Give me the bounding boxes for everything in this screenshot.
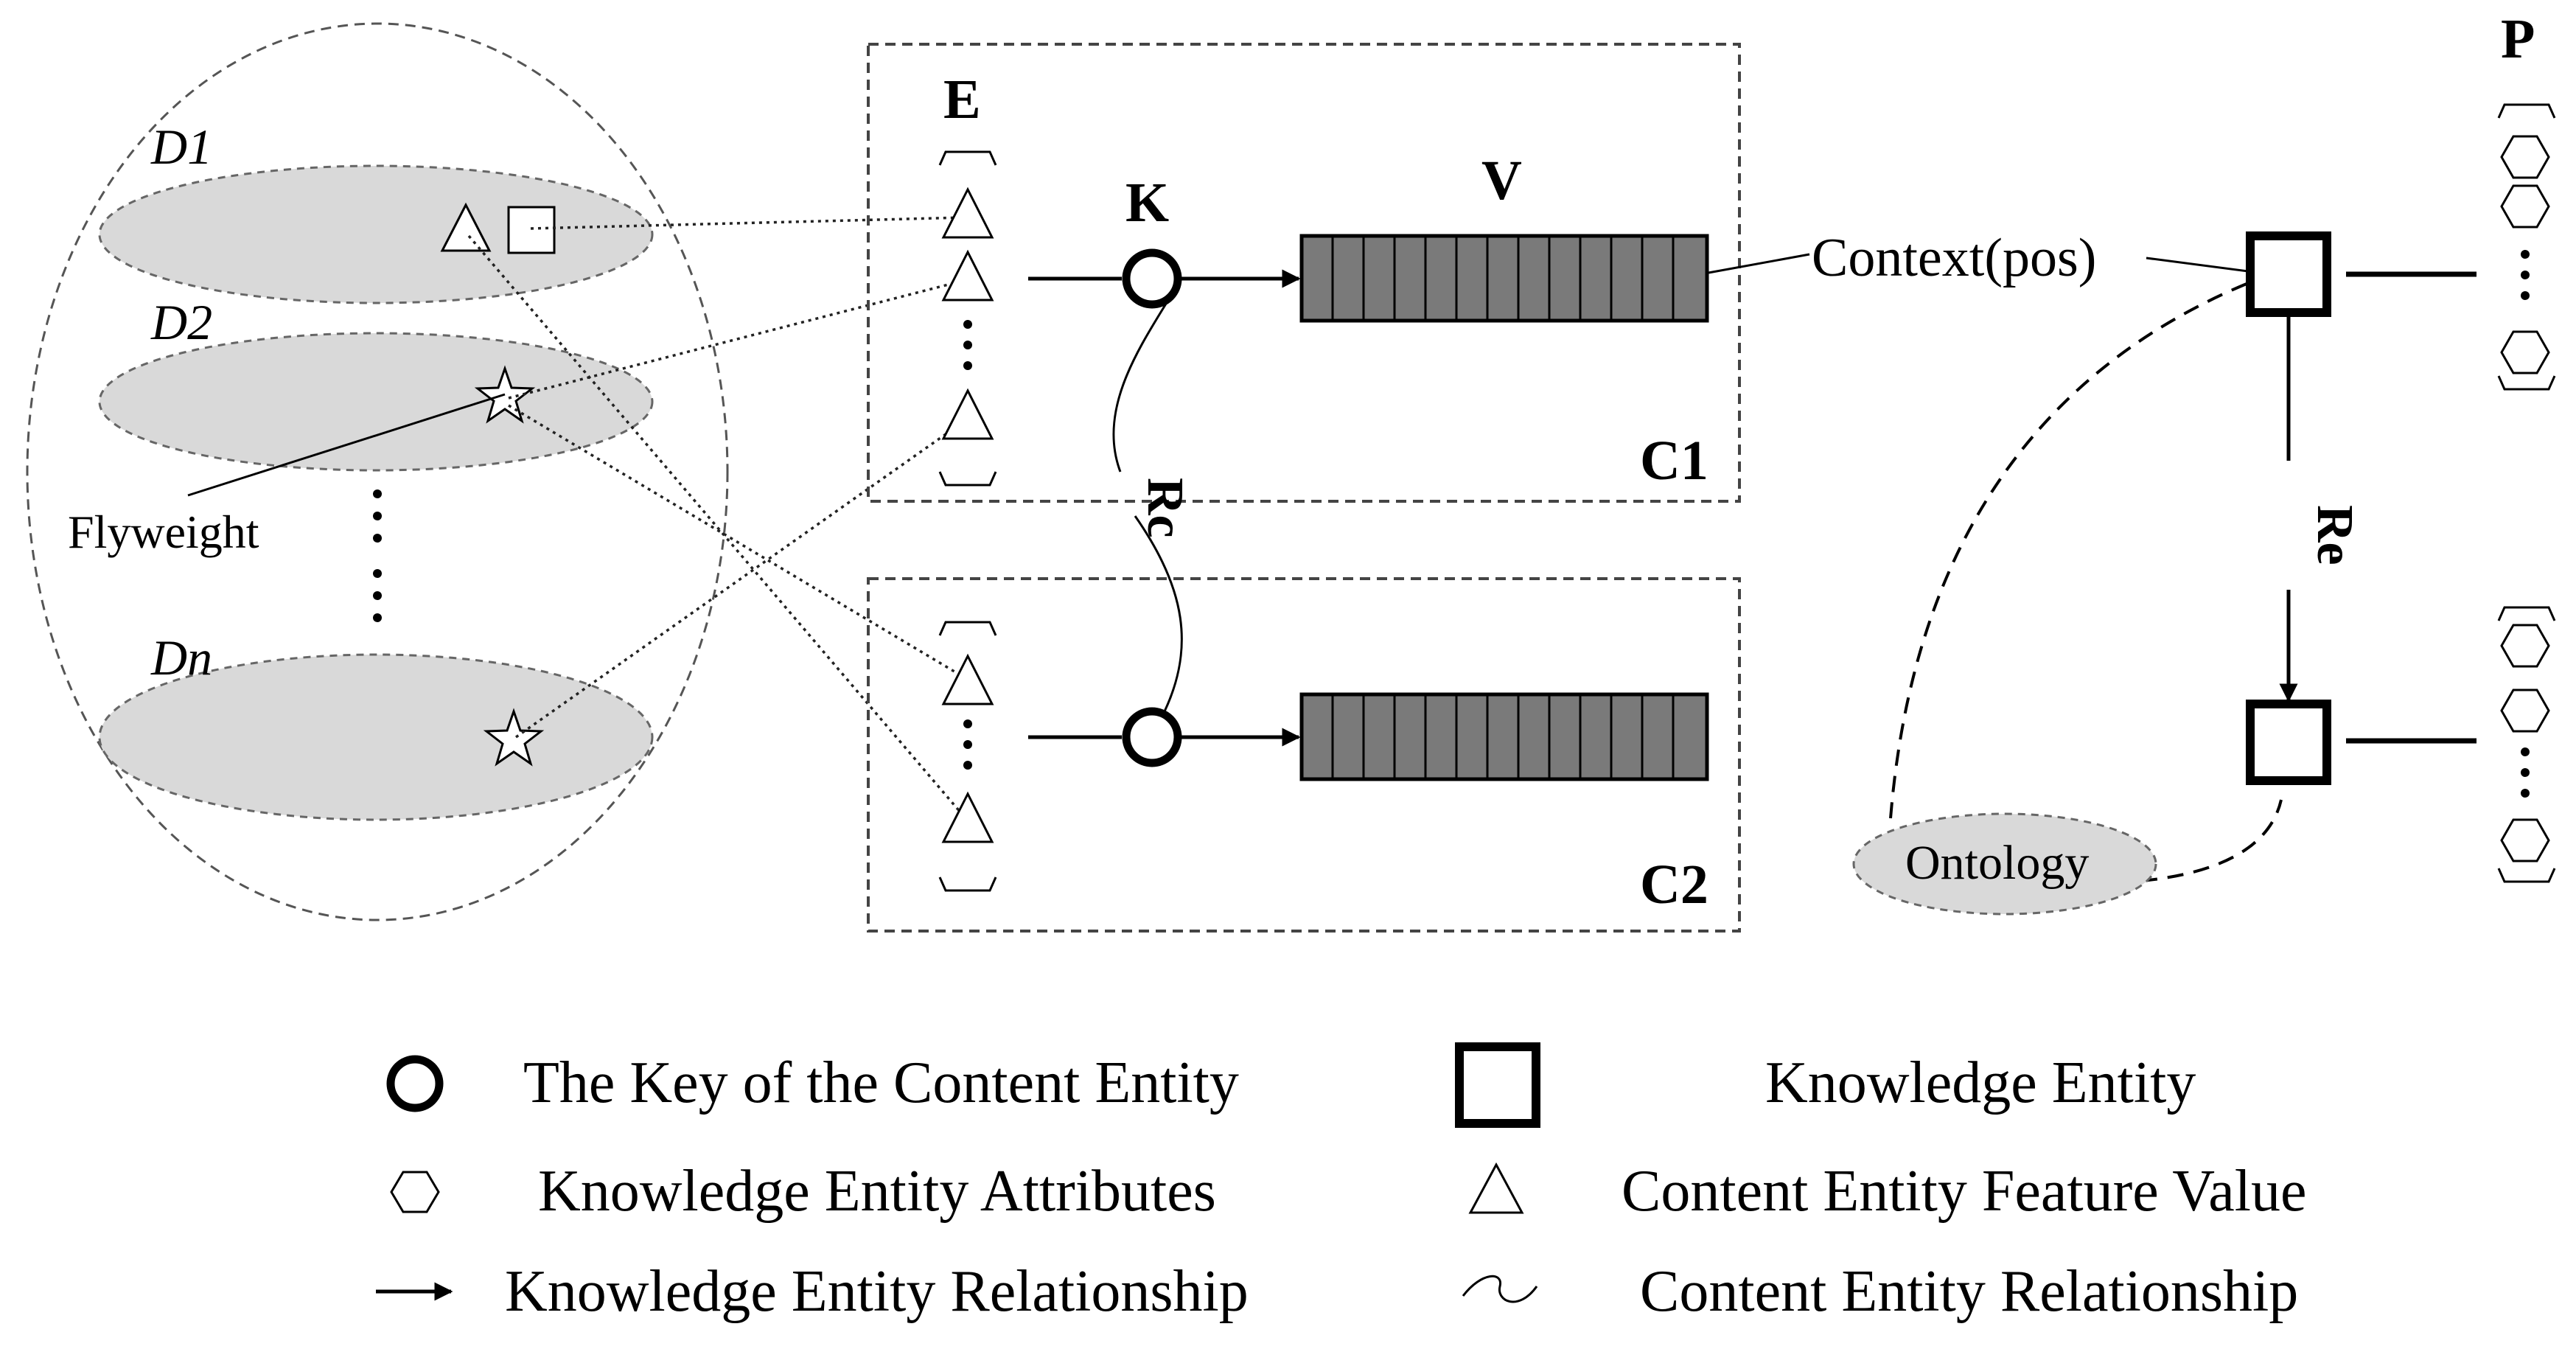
attribute-hexagon-icon (2500, 135, 2550, 179)
property-list-top (2497, 103, 2556, 391)
legend-label: Knowledge Entity Attributes (538, 1159, 1216, 1224)
c1-feature-triangle-icon (941, 249, 994, 301)
domain-n-label: Dn (150, 630, 212, 686)
legend-circle-icon (386, 1055, 444, 1112)
legend-label: Knowledge Entity Relationship (505, 1259, 1249, 1324)
container-c2-label: C2 (1640, 854, 1708, 916)
legend-label: Knowledge Entity (1765, 1050, 2196, 1115)
c1-list-top-bracket (938, 150, 997, 166)
c2-list-ellipsis (963, 719, 972, 770)
attribute-hexagon-icon (2500, 624, 2550, 668)
attribute-hexagon-icon (2500, 330, 2550, 374)
legend-label: Content Entity Feature Value (1622, 1159, 2306, 1224)
context-label: Context(pos) (1812, 228, 2096, 288)
c2-feature-triangle-icon (941, 791, 994, 843)
c1-value-bar (1299, 234, 1709, 323)
c2-feature-triangle-icon (941, 653, 994, 705)
c1-list-bottom-bracket (938, 471, 997, 487)
legend-square-icon (1455, 1042, 1540, 1128)
ontology-label: Ontology (1905, 836, 2089, 890)
ontology-link-top (1889, 282, 2247, 819)
flyweight-label: Flyweight (68, 506, 259, 558)
legend-hexagon-icon (390, 1171, 440, 1213)
domain-ellipsis (373, 489, 382, 622)
attribute-hexagon-icon (2500, 818, 2550, 862)
legend-triangle-icon (1468, 1162, 1524, 1214)
context-connector-right (2146, 257, 2249, 273)
knowledge-relation-label: Re (2306, 505, 2363, 565)
entity-set-label: E (943, 69, 981, 130)
ontology-link-bottom (2140, 799, 2283, 882)
c1-list-ellipsis (963, 320, 972, 370)
content-relation-curve (1112, 303, 1183, 712)
knowledge-entity-square-top (2246, 231, 2331, 317)
domain-1-label: D1 (150, 119, 212, 175)
c2-list-top-bracket (938, 621, 997, 636)
c1-key-circle (1122, 248, 1182, 309)
domain-n-ellipse (98, 653, 654, 821)
legend: The Key of the Content Entity Knowledge … (376, 1042, 2306, 1324)
attribute-hexagon-icon (2500, 184, 2550, 229)
domain-2-ellipse (98, 332, 654, 472)
container-c1-box (867, 43, 1741, 503)
domain-n-star-icon (483, 708, 545, 767)
key-label: K (1125, 172, 1169, 234)
c1-feature-triangle-icon (941, 388, 994, 440)
property-label: P (2501, 8, 2535, 70)
flyweight-mapping-lines (467, 216, 967, 820)
legend-label: The Key of the Content Entity (523, 1050, 1239, 1115)
knowledge-entity-square-bottom (2246, 700, 2331, 785)
content-relation-label: Rc (1137, 478, 1193, 538)
ontology-ellipse (1852, 812, 2157, 916)
domain-2-label: D2 (150, 294, 212, 350)
attribute-hexagon-icon (2500, 689, 2550, 733)
container-c1-label: C1 (1640, 430, 1708, 492)
c2-key-circle (1122, 707, 1182, 767)
context-connector-left (1708, 253, 1810, 274)
legend-label: Content Entity Relationship (1640, 1259, 2298, 1324)
c2-list-bottom-bracket (938, 876, 997, 892)
domain-1-triangle-icon (440, 202, 492, 252)
property-list-bottom (2497, 606, 2556, 883)
domain-container-ellipse (26, 22, 729, 921)
value-label: V (1481, 150, 1522, 212)
c2-value-bar (1299, 692, 1709, 781)
c1-feature-triangle-icon (941, 187, 994, 239)
domain-1-ellipse (98, 164, 654, 304)
legend-tilde-icon (1462, 1275, 1538, 1303)
domain-1-square-icon (507, 206, 556, 254)
flyweight-pointer-line (187, 393, 506, 497)
